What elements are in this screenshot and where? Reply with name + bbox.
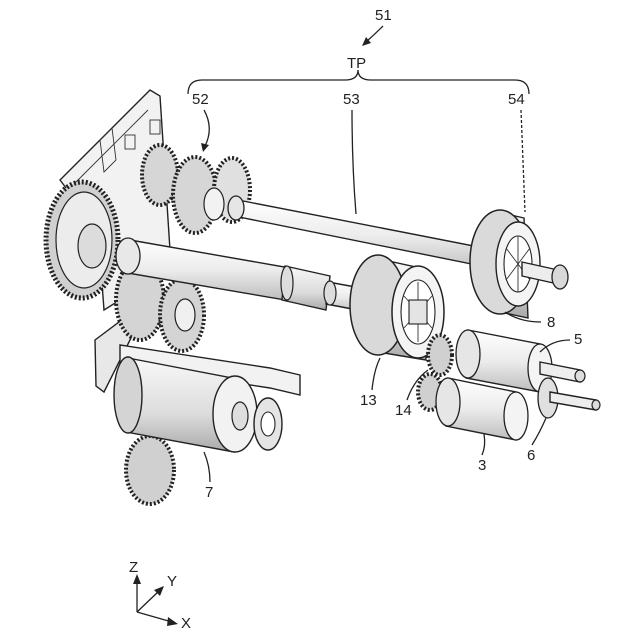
axis-x-label: X [181,615,191,632]
leader-52 [204,110,209,146]
leader-54 [521,110,525,212]
axis-z-label: Z [129,559,138,576]
label-52: 52 [192,91,209,108]
roller-5 [456,330,585,392]
x-arrow-icon [167,617,178,626]
label-13: 13 [360,392,377,409]
leader-53 [352,110,356,214]
leader-13 [372,358,380,390]
label-3: 3 [478,457,486,474]
label-54: 54 [508,91,525,108]
arrow-51 [366,26,383,42]
label-14: 14 [395,402,412,419]
x-axis [137,612,172,622]
leader-6 [532,418,546,445]
y-axis [137,590,160,612]
axis-triad: Z Y X [129,559,191,632]
label-53: 53 [343,91,360,108]
leader-52-head [201,143,209,152]
roller-54 [470,210,568,318]
leader-7 [204,452,210,482]
label-7: 7 [205,484,213,501]
roller-6 [538,378,600,418]
label-8: 8 [547,314,555,331]
label-51: 51 [375,7,392,24]
leader-3 [482,434,485,455]
label-5: 5 [574,331,582,348]
main-gear [46,182,118,298]
label-6: 6 [527,447,535,464]
axis-y-label: Y [167,573,177,590]
label-tp: TP [347,55,366,72]
